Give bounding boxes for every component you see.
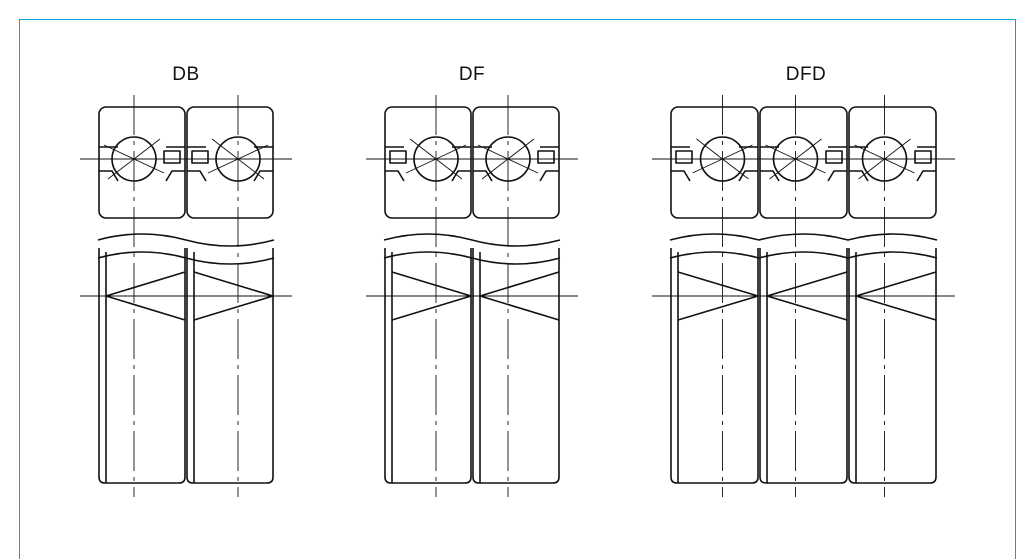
caption-df: DF	[458, 64, 486, 85]
caption-db: DB	[172, 64, 200, 85]
diagram-frame	[19, 19, 1016, 559]
caption-dfd: DFD	[785, 64, 827, 85]
